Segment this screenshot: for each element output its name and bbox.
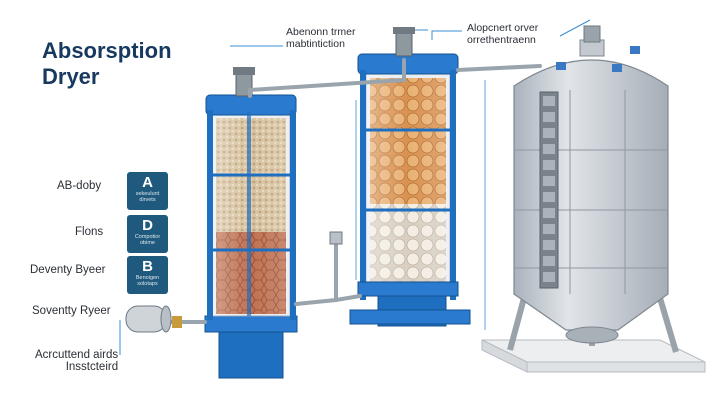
legend-label-d: Flons: [75, 226, 104, 238]
middle-rod-1: [360, 70, 366, 300]
left-dryer-column: [204, 67, 298, 379]
left-rod-2: [290, 110, 296, 320]
tank-fitting-3: [630, 46, 640, 54]
brass-fitting-icon: [172, 316, 182, 328]
legend-label-a: AB-doby: [57, 180, 102, 192]
inlet-cylinder: [125, 305, 172, 333]
middle-top-flange: [357, 53, 459, 75]
middle-rod-2: [450, 70, 456, 300]
label-bottom-left: Acrcuttend airds Insstcteird: [35, 349, 118, 373]
tank-top-valve-icon: [583, 25, 601, 43]
callout-top-center: Abenonn trmer mabtintiction: [286, 26, 355, 50]
tank-fitting-1: [556, 62, 566, 70]
tank-fitting-2: [612, 64, 622, 72]
callout-top-right: Alopcnert orver orrethentraenn: [467, 22, 538, 46]
tank-sight-cells: [543, 96, 555, 282]
badge-letter-a: A: [142, 174, 153, 191]
middle-base-plate: [349, 309, 471, 325]
left-base: [218, 329, 284, 379]
title-line-1: Absorsption: [42, 38, 172, 63]
left-rod-center: [247, 112, 251, 316]
legend-badge-a: A sekeulunt dirvets: [127, 172, 168, 210]
mid-connect-pipe: [294, 294, 362, 306]
top-pipe-to-tank: [456, 64, 542, 72]
gauge-valve-icon: [329, 231, 343, 245]
badge-small-b1: Benoigen: [135, 275, 160, 281]
legend-badge-b: B Benoigen solotaps: [127, 256, 168, 294]
callout-leaders: [119, 19, 591, 355]
left-rod-1: [207, 110, 213, 320]
left-valve-cap: [233, 67, 255, 75]
callout-top-right-line2: orrethentraenn: [467, 34, 536, 46]
piping: [166, 58, 542, 324]
label-soventy-ryeer: Soventty Ryeer: [32, 305, 111, 317]
leader-right: [431, 30, 462, 40]
badge-letter-b: B: [142, 258, 153, 275]
tank-sight-strip: [539, 91, 559, 289]
guide-lines: [355, 80, 486, 330]
middle-bottom-flange: [357, 281, 459, 297]
tank-outlet: [565, 326, 619, 344]
callout-top-center-line1: Abenonn trmer: [286, 26, 356, 38]
left-base-flange: [204, 315, 298, 333]
inlet-cylinder-body: [125, 305, 167, 333]
label-bottom-line2: Insstcteird: [65, 361, 119, 373]
legend-badge-d: D Compotior obime: [127, 215, 168, 253]
callout-top-center-line2: mabtintiction: [286, 38, 345, 50]
badge-small-a1: sekeulunt: [135, 191, 160, 197]
middle-glass: [366, 72, 450, 286]
tank-leg-1: [507, 297, 527, 351]
callout-top-right-line1: Alopcnert orver: [467, 22, 539, 34]
badge-small-d1: Compotior: [134, 234, 161, 240]
middle-dryer-column: [349, 27, 471, 327]
badge-small-b2: solotaps: [137, 281, 158, 287]
tank-shell: [513, 59, 669, 331]
large-storage-tank: [481, 25, 706, 373]
badge-letter-d: D: [142, 217, 153, 234]
leader-right-tank: [559, 19, 591, 37]
label-bottom-line1: Acrcuttend airds: [35, 349, 119, 361]
legend-label-b: Deventy Byeer: [30, 264, 106, 276]
title-line-2: Dryer: [42, 64, 100, 89]
badge-small-d2: obime: [140, 240, 155, 246]
middle-valve-cap: [393, 27, 415, 34]
badge-small-a2: dirvets: [139, 197, 156, 203]
inlet-cylinder-end: [160, 305, 172, 333]
diagram-title: Absorsption Dryer: [42, 38, 172, 90]
top-header-pipe: [248, 58, 406, 98]
tank-leg-2: [657, 297, 679, 353]
